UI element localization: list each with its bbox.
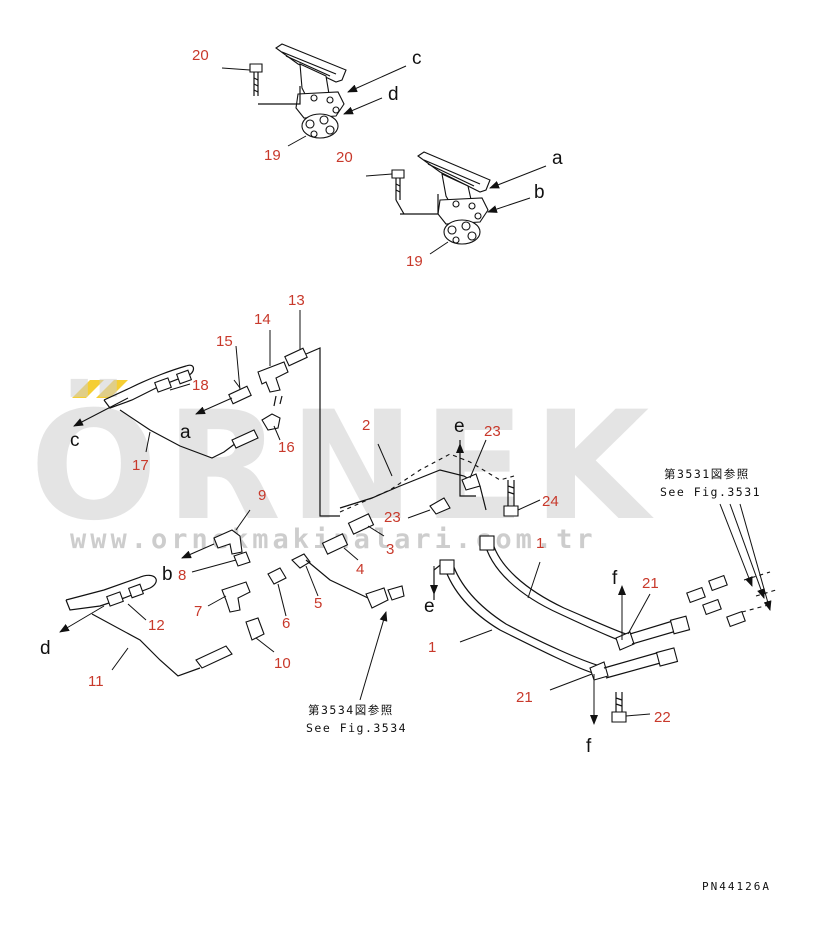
letter-d-upper: d (388, 84, 399, 105)
part-number-2: 2 (362, 417, 370, 434)
right-hose-assembly (439, 503, 777, 725)
center-fittings (181, 439, 541, 701)
part-number-17: 17 (132, 457, 149, 474)
letter-d-lower: d (40, 638, 51, 659)
part-number-10: 10 (274, 655, 291, 672)
part-number-4: 4 (356, 561, 364, 578)
watermark-accent-left (72, 380, 104, 398)
part-number-23-lower: 23 (384, 509, 401, 526)
letter-f-upper: f (612, 568, 618, 589)
letter-c-lower: c (70, 430, 80, 451)
part-number-15: 15 (216, 333, 233, 350)
part-number-21-upper: 21 (642, 575, 659, 592)
part-number-7: 7 (194, 603, 202, 620)
connection-letters: c d a b c a e b e d f f (40, 48, 618, 757)
part-number-19-upper: 19 (264, 147, 281, 164)
part-number-11: 11 (88, 673, 104, 690)
letter-e-upper: e (454, 416, 465, 437)
part-number-13: 13 (288, 292, 305, 309)
letter-e-lower: e (424, 596, 435, 617)
part-number-1-upper: 1 (536, 535, 544, 552)
part-number-8: 8 (178, 567, 186, 584)
letter-b-lower: b (162, 564, 173, 585)
part-number-22: 22 (654, 709, 671, 726)
part-number-3: 3 (386, 541, 394, 558)
lower-left-pipe-assembly (59, 574, 201, 677)
letter-a-upper: a (552, 148, 563, 169)
part-numbers: 20 19 20 19 13 14 15 18 16 17 2 23 24 23… (88, 47, 671, 726)
part-number-9: 9 (258, 487, 266, 504)
note-fig3534-en: See Fig.3534 (306, 721, 407, 735)
part-number-24: 24 (542, 493, 559, 510)
part-number-19-lower: 19 (406, 253, 423, 270)
brake-valve-assembly-lower (365, 151, 547, 255)
part-number-6: 6 (282, 615, 290, 632)
letter-f-lower: f (586, 736, 592, 757)
part-number-1-lower: 1 (428, 639, 436, 656)
watermark: ÖRNEK www.ornekmakinalari.com.tr (30, 378, 657, 555)
drawing-code: PN44126A (702, 880, 771, 893)
note-fig3531-jp: 第3531図参照 (664, 467, 750, 481)
part-number-12: 12 (148, 617, 165, 634)
upper-left-pipe-assembly (73, 310, 340, 517)
note-fig3534-jp: 第3534図参照 (308, 703, 394, 717)
letter-c-upper: c (412, 48, 422, 69)
part-number-23-upper: 23 (484, 423, 501, 440)
watermark-accent-right (96, 380, 128, 398)
part-number-14: 14 (254, 311, 271, 328)
part-number-5: 5 (314, 595, 322, 612)
part-number-18: 18 (192, 377, 209, 394)
watermark-brand: ÖRNEK (30, 378, 657, 554)
part-number-20-upper: 20 (192, 47, 209, 64)
part-number-16: 16 (278, 439, 295, 456)
brake-valve-assembly-upper (221, 43, 407, 147)
note-fig3531-en: See Fig.3531 (660, 485, 761, 499)
figure-references: 第3531図参照 See Fig.3531 第3534図参照 See Fig.3… (306, 467, 761, 735)
letter-b-upper: b (534, 182, 545, 203)
part-number-20-lower: 20 (336, 149, 353, 166)
letter-a-lower: a (180, 422, 191, 443)
part-number-21-lower: 21 (516, 689, 533, 706)
